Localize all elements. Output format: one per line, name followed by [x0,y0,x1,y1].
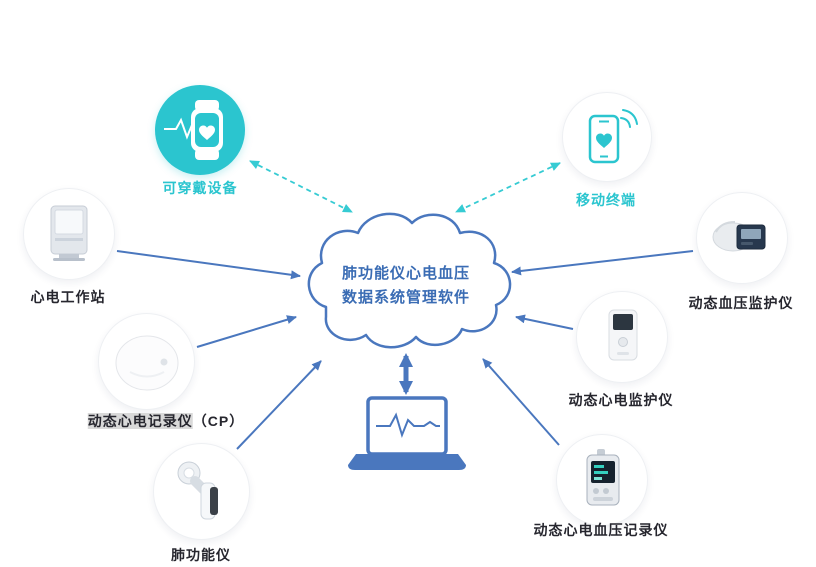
arrow-abp-cloud [511,250,694,276]
node-ecg-bp-recorder [556,434,648,526]
laptop-image [348,396,466,470]
label-spirometer: 肺功能仪 [171,547,231,563]
arrow-workstation-cloud [116,250,301,280]
node-mobile [562,92,652,182]
spirometer-image [177,461,218,519]
node-workstation [23,188,115,280]
arrow-holter-monitor-cloud [515,314,574,330]
arrow-spirometer-cloud [236,360,322,450]
holter-recorder-image [115,335,178,390]
label-mobile: 移动终端 [576,192,636,208]
label-abp-monitor: 动态血压监护仪 [688,295,794,311]
label-wearable: 可穿戴设备 [162,180,238,196]
label-holter-recorder-suffix: （CP） [192,413,245,429]
abp-monitor-image [712,221,766,252]
label-holter-recorder-main: 动态心电记录仪 [87,413,193,429]
label-workstation: 心电工作站 [30,289,106,305]
node-spirometer [153,443,250,540]
node-wearable [155,85,245,175]
holter-monitor-image [608,309,638,361]
label-holter-recorder: 动态心电记录仪（CP） [87,411,245,431]
cloud-title-line2: 数据系统管理软件 [341,289,470,306]
node-holter-recorder [98,313,195,410]
cloud-title: 肺功能仪心电血压 数据系统管理软件 [296,262,516,310]
label-ecg-bp-recorder: 动态心电血压记录仪 [533,522,669,538]
node-holter-monitor [576,291,668,383]
label-holter-monitor: 动态心电监护仪 [568,392,674,408]
ecg-bp-recorder-image [586,449,620,506]
node-abp-monitor [696,192,788,284]
arrow-ecg-bp-recorder-cloud [482,358,560,446]
cloud-shape [307,212,512,349]
smartwatch-icon [164,100,223,160]
arrow-holter-recorder-cloud [196,315,297,348]
cloud-title-line1: 肺功能仪心电血压 [341,265,470,282]
ecg-workstation-image [50,205,88,261]
smartphone-icon [588,109,638,164]
ecg-waveform [376,412,440,439]
